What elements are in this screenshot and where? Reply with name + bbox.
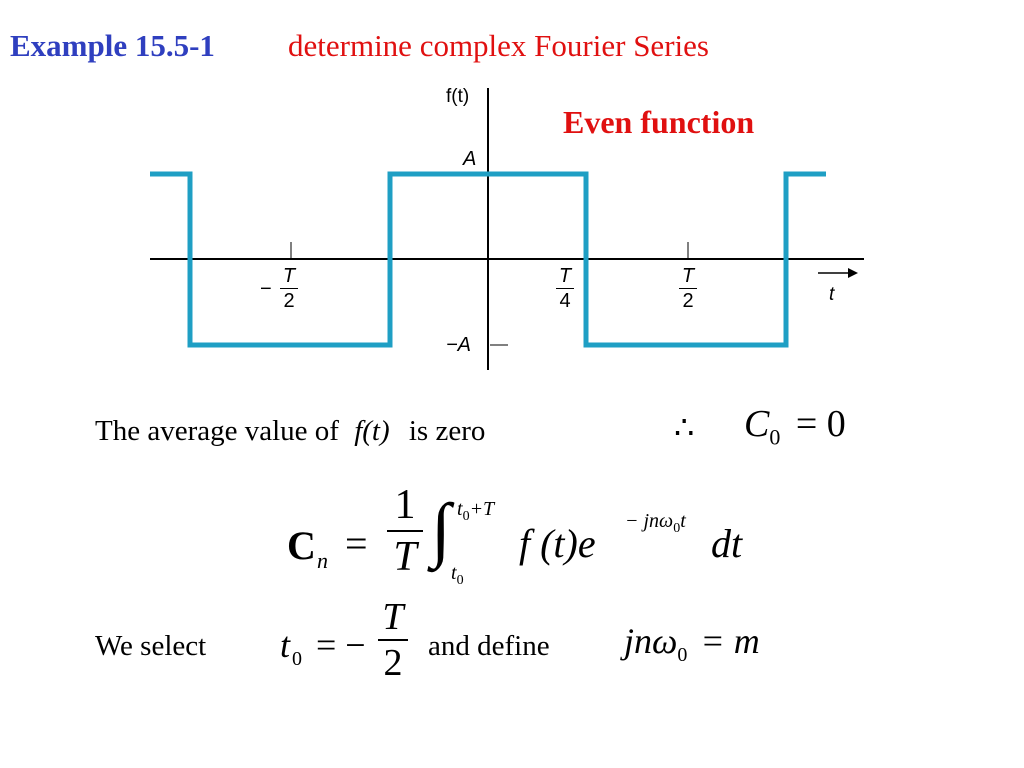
t0-sub: 0 <box>292 648 302 670</box>
therefore-symbol: ∴ <box>674 409 695 445</box>
avg-prefix: The average value of <box>95 415 339 447</box>
m-sub: 0 <box>677 644 688 667</box>
square-wave-plot <box>150 88 864 370</box>
dt-term: dt <box>711 521 743 566</box>
example-label: Example 15.5-1 <box>10 28 215 63</box>
lower-limit: t0 <box>451 562 464 589</box>
define-label: and define <box>428 630 550 662</box>
t0-num: T <box>382 596 404 638</box>
upper-limit: t0+T <box>457 498 494 525</box>
t-arrow-head <box>848 268 858 278</box>
even-function-label: Even function <box>563 104 755 140</box>
formula-lhs: C <box>287 523 316 568</box>
tick-num: T <box>558 265 572 287</box>
tick-sign: − <box>260 278 272 300</box>
c0-var: C <box>744 403 770 445</box>
integrand: f (t)e <box>519 521 596 566</box>
m-rhs: = m <box>700 621 760 661</box>
tick-num: T <box>681 265 695 287</box>
square-wave-line <box>150 171 826 348</box>
c0-eq: = 0 <box>795 403 846 445</box>
tick-den: 2 <box>283 290 295 312</box>
lower-limit-var: t <box>451 562 457 584</box>
y-axis-label: f(t) <box>446 86 470 107</box>
integral-sign: ∫ <box>431 489 451 569</box>
t0-var: t <box>280 625 291 665</box>
formula-lhs-sub: n <box>317 548 328 573</box>
average-value-text: The average value of f(t) is zero <box>95 415 485 448</box>
t0-equation: t 0 = − T 2 <box>280 598 420 698</box>
select-label: We select <box>95 630 207 662</box>
level-high-label: A <box>463 148 477 170</box>
upper-limit-sub: 0 <box>462 509 470 524</box>
exponent-main: − jnω <box>625 510 674 532</box>
slide-subtitle: determine complex Fourier Series <box>288 28 709 63</box>
formula-den: T <box>393 534 417 580</box>
avg-func: f(t) <box>354 415 390 447</box>
c0-sub: 0 <box>769 424 781 450</box>
x-axis-label: t <box>829 284 835 305</box>
formula-fraction: 1 T <box>387 484 423 578</box>
formula-num: 1 <box>394 482 416 528</box>
c0-equation: C0 = 0 <box>744 402 846 451</box>
m-definition: jnω0 = m <box>624 620 760 667</box>
formula-eq: = <box>345 521 368 566</box>
m-lhs: jnω <box>624 621 678 661</box>
t0-den: 2 <box>383 642 403 684</box>
cn-formula: C n = 1 T ∫ t0+T t0 f (t)e − jnω0t dt <box>287 484 767 594</box>
level-low-label: −A <box>446 334 472 356</box>
tick-den: 2 <box>682 290 694 312</box>
t0-fraction: T 2 <box>378 598 408 682</box>
upper-limit-var: t <box>457 498 463 520</box>
tick-den: 4 <box>559 290 571 312</box>
lower-limit-sub: 0 <box>456 573 464 588</box>
exponent: − jnω0t <box>625 510 686 537</box>
tick-num: T <box>282 265 296 287</box>
upper-limit-rest: +T <box>469 498 495 520</box>
exponent-sub: 0 <box>673 521 681 536</box>
t0-eq: = − <box>316 625 366 665</box>
avg-suffix: is zero <box>408 415 486 447</box>
exponent-rest: t <box>680 510 686 532</box>
